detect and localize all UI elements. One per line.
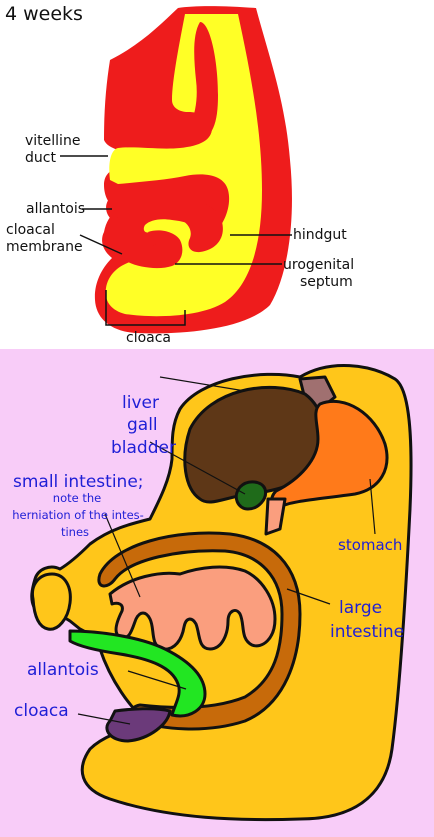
label-allantois-top: allantois xyxy=(26,201,86,217)
label-urogenital: urogenital xyxy=(283,257,355,273)
pointer-allantois xyxy=(127,670,187,690)
urogenital-septum-red xyxy=(124,230,183,269)
large-intestine xyxy=(97,531,302,731)
vitelline-red xyxy=(188,22,218,141)
label-large: large xyxy=(339,598,383,618)
cloaca xyxy=(105,707,172,743)
pointer-large-intestine xyxy=(286,588,331,605)
small-intestine xyxy=(108,565,277,651)
pointer-small-intestine xyxy=(104,513,141,598)
pointer-gall-bladder xyxy=(149,441,246,495)
endoderm-yellow xyxy=(105,14,263,317)
label-cloaca-top: cloaca xyxy=(126,330,172,346)
label-note-line-3: tines xyxy=(60,525,90,539)
label-bladder: bladder xyxy=(111,438,176,458)
label-gall: gall xyxy=(127,415,158,435)
cloaca-bracket xyxy=(105,290,186,326)
label-intestine: intestine xyxy=(330,622,405,642)
embryo-4-weeks-drawing xyxy=(60,6,292,334)
top-panel-4-weeks: 4 weeks vitelline duct allantois cloacal… xyxy=(0,0,434,349)
pointer-cloaca xyxy=(77,713,131,725)
label-small-intestine: small intestine; xyxy=(13,472,144,492)
label-cloacal: cloacal xyxy=(6,222,55,238)
pointer-stomach xyxy=(369,478,376,535)
umbilical-stub xyxy=(30,572,72,631)
duodenum xyxy=(264,497,287,536)
gut-development-drawing xyxy=(30,363,413,822)
allantois xyxy=(68,629,207,718)
allantois-red xyxy=(106,194,223,253)
label-stomach: stomach xyxy=(338,536,403,554)
label-membrane: membrane xyxy=(6,239,83,255)
pointer-cloacal-membrane xyxy=(79,234,123,255)
label-septum: septum xyxy=(300,274,353,290)
panel-title: 4 weeks xyxy=(5,3,83,25)
pointer-liver xyxy=(159,376,246,392)
label-note-line-2: herniation of the intes- xyxy=(12,508,144,522)
label-note-line-1: note the xyxy=(52,491,102,505)
label-allantois-bottom: allantois xyxy=(27,660,99,680)
label-vitelline: vitelline xyxy=(25,133,81,149)
label-liver: liver xyxy=(122,393,159,413)
label-cloaca-bottom: cloaca xyxy=(14,701,69,721)
bottom-panel-gut-development: liver gall bladder small intestine; note… xyxy=(0,349,434,837)
label-hindgut: hindgut xyxy=(293,227,347,243)
gall-bladder xyxy=(234,480,268,511)
label-duct: duct xyxy=(25,150,56,166)
